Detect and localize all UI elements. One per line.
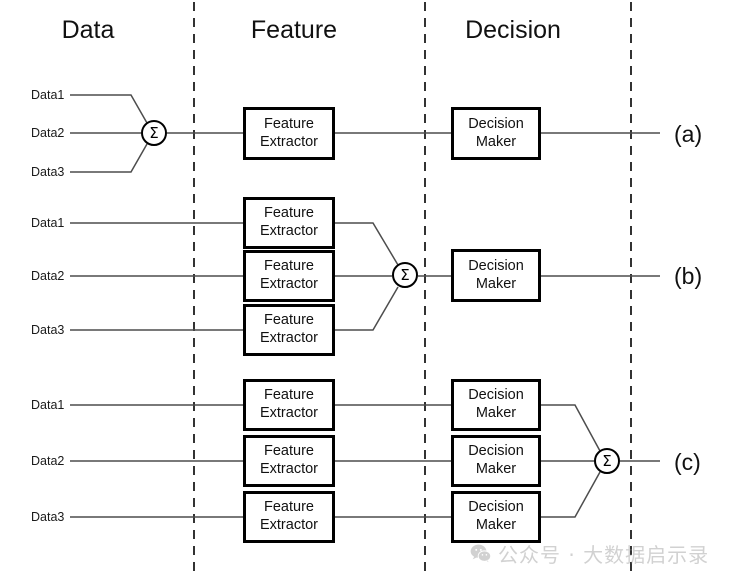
row-c-connectors (70, 404, 660, 518)
row-b-input-label-data2: Data2 (31, 269, 65, 283)
feature-extractor-line2: Extractor (259, 133, 318, 150)
decision-maker-line2: Maker (475, 275, 517, 292)
feature-extractor-line1: Feature (264, 312, 314, 329)
decision-maker-line2: Maker (475, 133, 517, 150)
row-a-input-label-data2: Data2 (31, 126, 65, 140)
feature-extractor-line2: Extractor (259, 223, 318, 239)
row-c-feature-extractor-1: Feature Extractor (243, 379, 335, 431)
feature-extractor-line1: Feature (264, 443, 314, 460)
decision-maker-line1: Decision (468, 499, 524, 516)
feature-extractor-line1: Feature (264, 499, 314, 516)
row-b-decision-maker: Decision Maker (451, 249, 541, 302)
feature-extractor-line1: Feature (264, 115, 314, 132)
feature-extractor-line2: Extractor (259, 330, 318, 346)
row-b-feature-extractor-2: Feature Extractor (243, 250, 335, 302)
feature-extractor-line1: Feature (264, 387, 314, 404)
feature-extractor-line2: Extractor (259, 276, 318, 292)
row-b-sum-node: Σ (392, 262, 418, 288)
row-tag-a: (a) (674, 121, 703, 147)
decision-maker-line1: Decision (468, 387, 524, 404)
row-c-input-label-data3: Data3 (31, 510, 65, 524)
row-b-feature-extractor-3: Feature Extractor (243, 304, 335, 356)
row-b-input-label-data1: Data1 (31, 216, 65, 230)
decision-maker-line2: Maker (475, 517, 517, 533)
feature-extractor-line2: Extractor (259, 461, 318, 477)
decision-maker-line1: Decision (468, 115, 524, 132)
row-b-connectors (70, 222, 660, 331)
decision-maker-line1: Decision (468, 257, 524, 274)
row-c-decision-maker-2: Decision Maker (451, 435, 541, 487)
feature-extractor-line1: Feature (264, 205, 314, 222)
decision-maker-line2: Maker (475, 461, 517, 477)
row-a-data1-to-sum (70, 94, 148, 124)
row-c-feature-extractor-2: Feature Extractor (243, 435, 335, 487)
row-tag-c: (c) (674, 449, 701, 475)
row-c-maker1-to-sum (541, 404, 601, 452)
row-c-decision-maker-1: Decision Maker (451, 379, 541, 431)
row-b-feature-extractor-1: Feature Extractor (243, 197, 335, 249)
feature-extractor-line2: Extractor (259, 405, 318, 421)
row-b-input-label-data3: Data3 (31, 323, 65, 337)
row-a-input-label-data3: Data3 (31, 165, 65, 179)
row-c-decision-maker-3: Decision Maker (451, 491, 541, 543)
row-a-feature-extractor: Feature Extractor (243, 107, 335, 160)
row-tag-b: (b) (674, 263, 703, 289)
row-a-input-label-data1: Data1 (31, 88, 65, 102)
feature-extractor-line1: Feature (264, 258, 314, 275)
column-header-decision: Decision (465, 16, 561, 44)
row-c-sum-node: Σ (594, 448, 620, 474)
row-c-maker3-to-sum (541, 471, 601, 518)
column-header-data: Data (61, 16, 115, 44)
row-c-input-label-data2: Data2 (31, 454, 65, 468)
row-a-connectors (70, 94, 660, 173)
decision-maker-line2: Maker (475, 405, 517, 421)
decision-maker-line1: Decision (468, 443, 524, 460)
row-a-data3-to-sum (70, 143, 148, 173)
row-b-extractor3-to-sum (335, 286, 399, 331)
row-a-decision-maker: Decision Maker (451, 107, 541, 160)
row-c-input-label-data1: Data1 (31, 398, 65, 412)
feature-extractor-line2: Extractor (259, 517, 318, 533)
row-c-feature-extractor-3: Feature Extractor (243, 491, 335, 543)
column-header-feature: Feature (250, 16, 338, 44)
row-a-sum-node: Σ (141, 120, 167, 146)
row-b-extractor1-to-sum (335, 222, 399, 266)
